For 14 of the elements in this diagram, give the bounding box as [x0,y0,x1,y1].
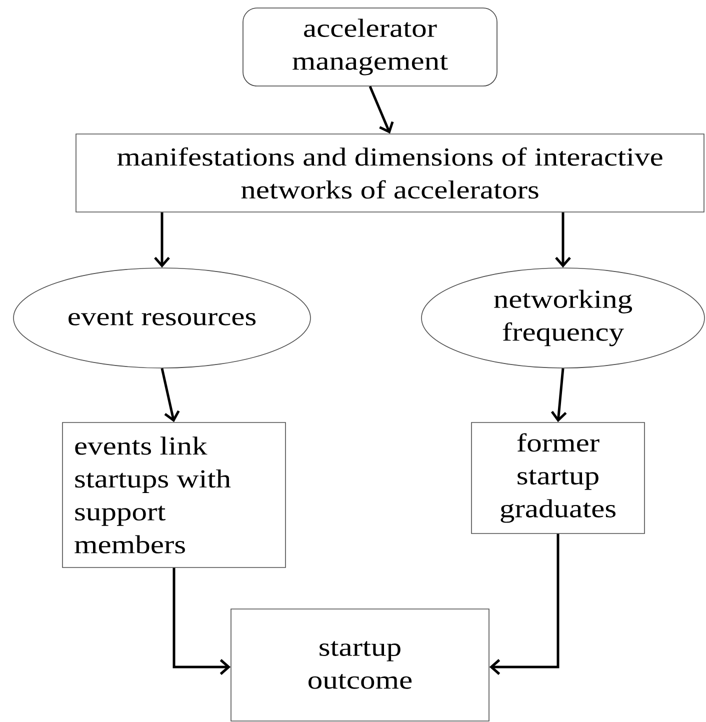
arrow [489,534,560,675]
process-box: manifestations and dimensions of interactive networks of accelerators [76,134,704,212]
process-box: events link startups with support members [62,422,286,568]
rounded-box: accelerator management [242,8,498,86]
arrow [160,368,180,422]
arrow [555,212,571,268]
arrow [154,212,170,268]
oval: networking frequency [421,268,705,368]
process-box: former startup graduates [471,422,645,534]
arrow [368,86,394,134]
arrow [550,368,567,422]
process-box: startup outcome [230,608,490,722]
arrow [172,568,231,675]
oval: event resources [13,268,311,368]
